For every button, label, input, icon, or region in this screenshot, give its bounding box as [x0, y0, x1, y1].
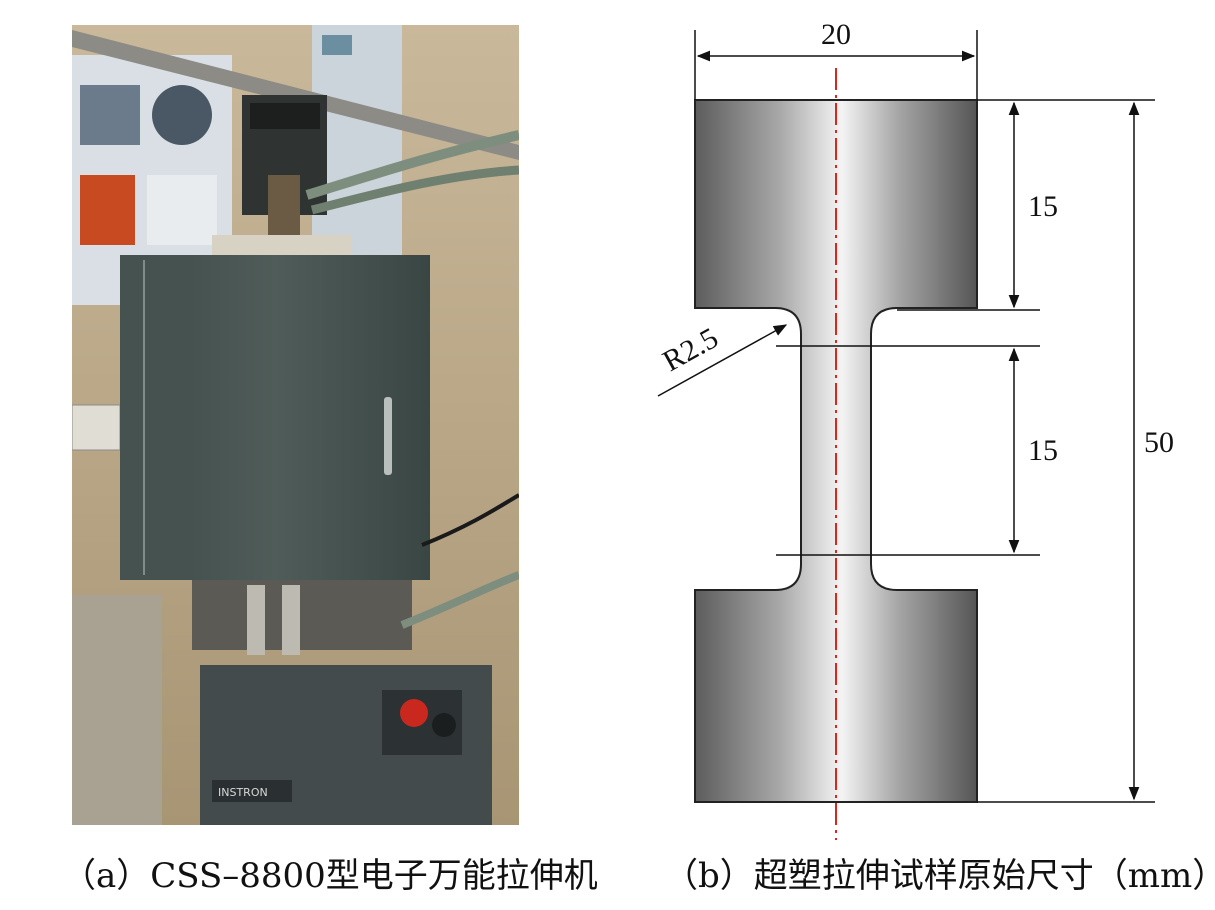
caption-panel-a: （a）CSS–8800型电子万能拉伸机: [62, 856, 598, 896]
svg-text:INSTRON: INSTRON: [218, 786, 268, 799]
grip-length-label: 15: [1028, 190, 1058, 223]
specimen-outline: [694, 99, 978, 803]
caption-panel-b: （b）超塑拉伸试样原始尺寸（mm）: [664, 856, 1215, 896]
gauge-length-label: 15: [1028, 434, 1058, 467]
testing-machine-illustration: INSTRON: [72, 25, 519, 825]
specimen-drawing: 20 15 15 50 R2.5: [620, 0, 1215, 850]
specimen-dimension-drawing: 20 15 15 50 R2.5: [657, 18, 1174, 840]
testing-machine-photo: INSTRON: [72, 25, 519, 825]
width-dimension-label: 20: [821, 18, 851, 51]
total-length-label: 50: [1144, 426, 1174, 459]
fillet-radius-label: R2.5: [657, 321, 723, 378]
